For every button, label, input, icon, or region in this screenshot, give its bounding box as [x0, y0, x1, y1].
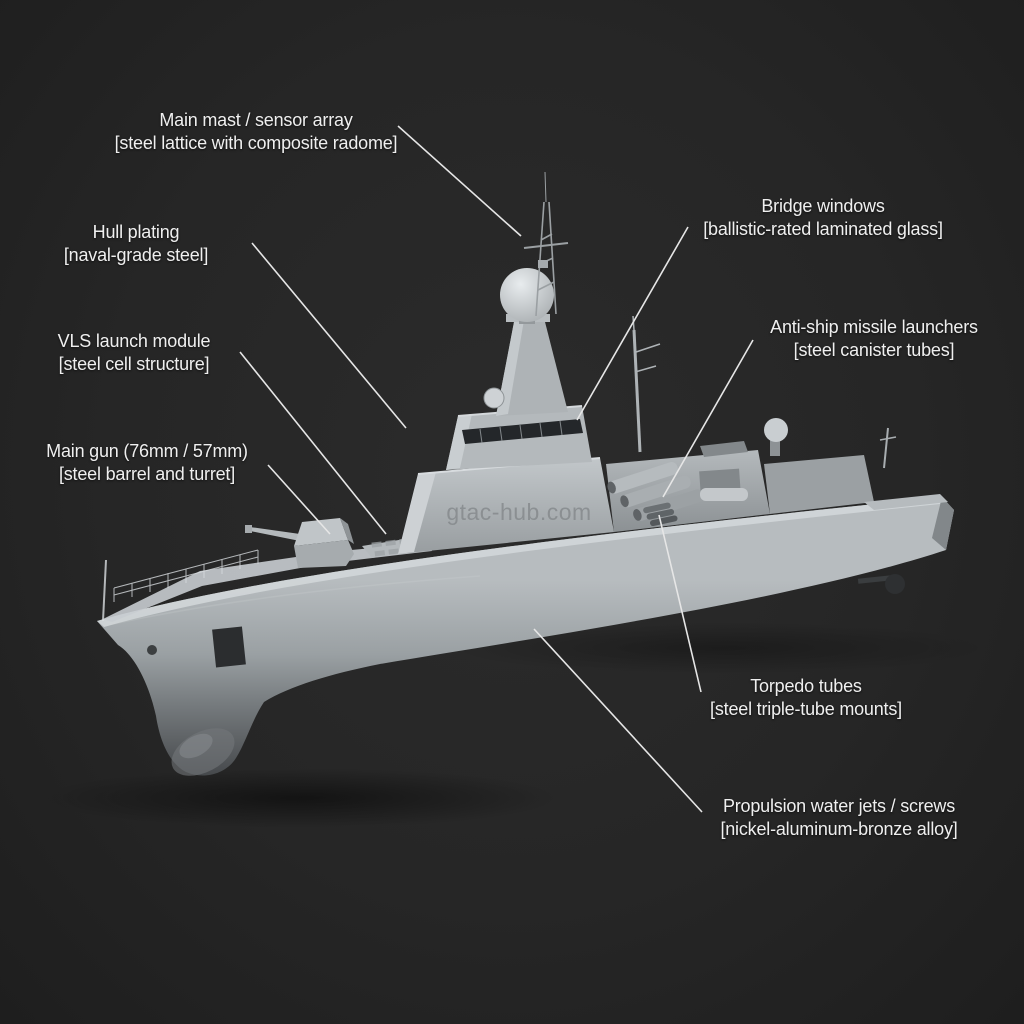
aft-radar-dome — [764, 418, 788, 442]
label-subtitle: [steel barrel and turret] — [58, 464, 236, 484]
leader-bridge — [576, 226, 689, 421]
label-vls-launch-module: VLS launch module [steel cell structure] — [58, 330, 211, 376]
lattice-mast — [523, 171, 569, 317]
bridge-window-band — [462, 419, 583, 444]
label-main-mast: Main mast / sensor array [steel lattice … — [115, 109, 398, 155]
propeller — [857, 574, 905, 594]
label-hull-plating: Hull plating [naval-grade steel] — [64, 221, 208, 267]
bulbous-bow — [171, 728, 235, 776]
label-subtitle: [naval-grade steel] — [63, 245, 209, 265]
label-title: VLS launch module — [57, 331, 211, 351]
leader-main-mast — [397, 125, 522, 237]
label-subtitle: [ballistic-rated laminated glass] — [703, 219, 943, 239]
main-gun-turret — [245, 518, 354, 568]
jackstaff — [102, 559, 107, 622]
quarterdeck — [864, 494, 948, 510]
label-title: Main gun (76mm / 57mm) — [46, 441, 248, 461]
label-subtitle: [steel canister tubes] — [793, 340, 955, 360]
forward-deckhouse — [398, 457, 614, 554]
leader-propulsion — [533, 628, 703, 813]
deck-edge — [97, 497, 942, 627]
aft-deckhouse — [700, 418, 948, 514]
label-main-gun: Main gun (76mm / 57mm) [steel barrel and… — [46, 440, 248, 486]
label-title: Hull plating — [92, 222, 180, 242]
leader-missiles — [662, 339, 754, 498]
leader-vls — [239, 351, 387, 535]
hull-door — [212, 626, 246, 668]
leader-torpedo — [658, 514, 702, 693]
label-bridge-windows: Bridge windows [ballistic-rated laminate… — [703, 195, 943, 241]
anchor-recess — [147, 645, 157, 655]
main-mast — [483, 171, 569, 416]
label-propulsion: Propulsion water jets / screws [nickel-a… — [720, 795, 957, 841]
label-title: Propulsion water jets / screws — [722, 796, 956, 816]
label-torpedo-tubes: Torpedo tubes [steel triple-tube mounts] — [710, 675, 902, 721]
gun-muzzle — [245, 525, 252, 533]
label-title: Anti-ship missile launchers — [770, 317, 978, 337]
sensor-dish — [483, 387, 505, 409]
label-missile-launchers: Anti-ship missile launchers [steel canis… — [770, 316, 978, 362]
label-subtitle: [steel triple-tube mounts] — [710, 699, 902, 719]
stern-transom — [932, 497, 954, 550]
leader-lines — [239, 125, 754, 813]
rhib-boat — [700, 488, 748, 501]
leader-main-gun — [267, 464, 331, 535]
leader-hull-plating — [251, 242, 407, 429]
label-subtitle: [steel lattice with composite radome] — [114, 133, 398, 153]
watermark: gtac-hub.com — [446, 499, 592, 525]
label-subtitle: [steel cell structure] — [58, 354, 210, 374]
aft-mast — [879, 427, 897, 469]
bow-fittings — [102, 549, 259, 622]
secondary-mast — [632, 315, 661, 453]
torpedo-tubes — [643, 502, 678, 527]
label-title: Main mast / sensor array — [159, 110, 353, 130]
ground-shadow — [40, 622, 990, 828]
label-title: Torpedo tubes — [750, 676, 862, 696]
funnel-cap — [700, 441, 748, 457]
radome — [500, 268, 554, 322]
label-subtitle: [nickel-aluminum-bronze alloy] — [720, 819, 958, 839]
bridge — [446, 405, 592, 470]
label-title: Bridge windows — [761, 196, 885, 216]
